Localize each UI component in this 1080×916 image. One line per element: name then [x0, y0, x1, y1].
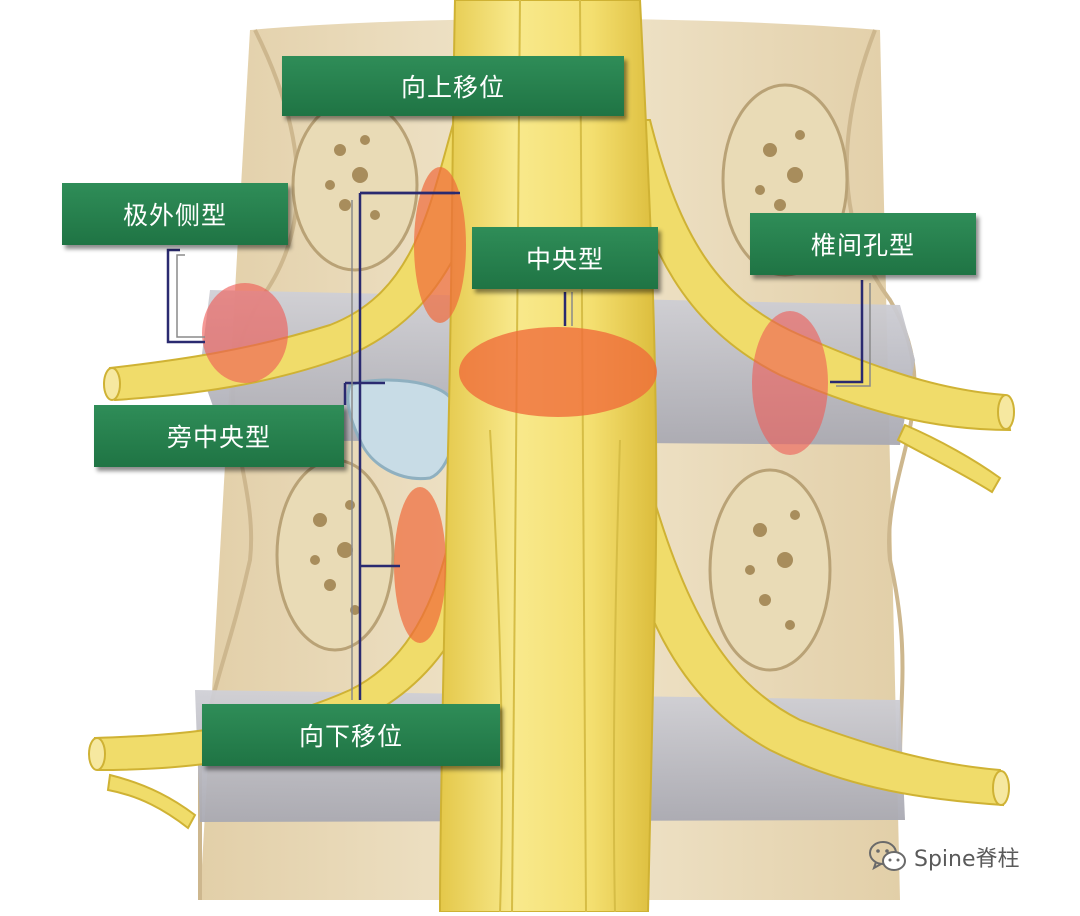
zone-downward — [394, 487, 446, 643]
leader-far-lateral — [166, 248, 205, 344]
wechat-icon — [869, 841, 906, 871]
label-upward-migration: 向上移位 — [282, 56, 624, 116]
label-paracentral: 旁中央型 — [94, 405, 344, 467]
zone-foraminal — [752, 311, 828, 455]
herniation-zones — [202, 167, 828, 643]
watermark-text: Spine脊柱 — [914, 847, 1020, 872]
cord-fibers — [489, 0, 621, 913]
zone-central — [459, 327, 657, 417]
leader-lines — [166, 191, 864, 700]
zone-far-lateral — [202, 283, 288, 383]
zone-upward — [414, 167, 466, 323]
spinal-cord — [438, 0, 658, 913]
watermark: Spine脊柱 — [868, 840, 1020, 874]
label-central: 中央型 — [472, 227, 658, 289]
label-downward-migration: 向下移位 — [202, 704, 500, 766]
label-foraminal: 椎间孔型 — [750, 213, 976, 275]
leader-foraminal — [830, 280, 864, 384]
disc-fragment — [346, 378, 457, 481]
label-far-lateral: 极外侧型 — [62, 183, 288, 245]
